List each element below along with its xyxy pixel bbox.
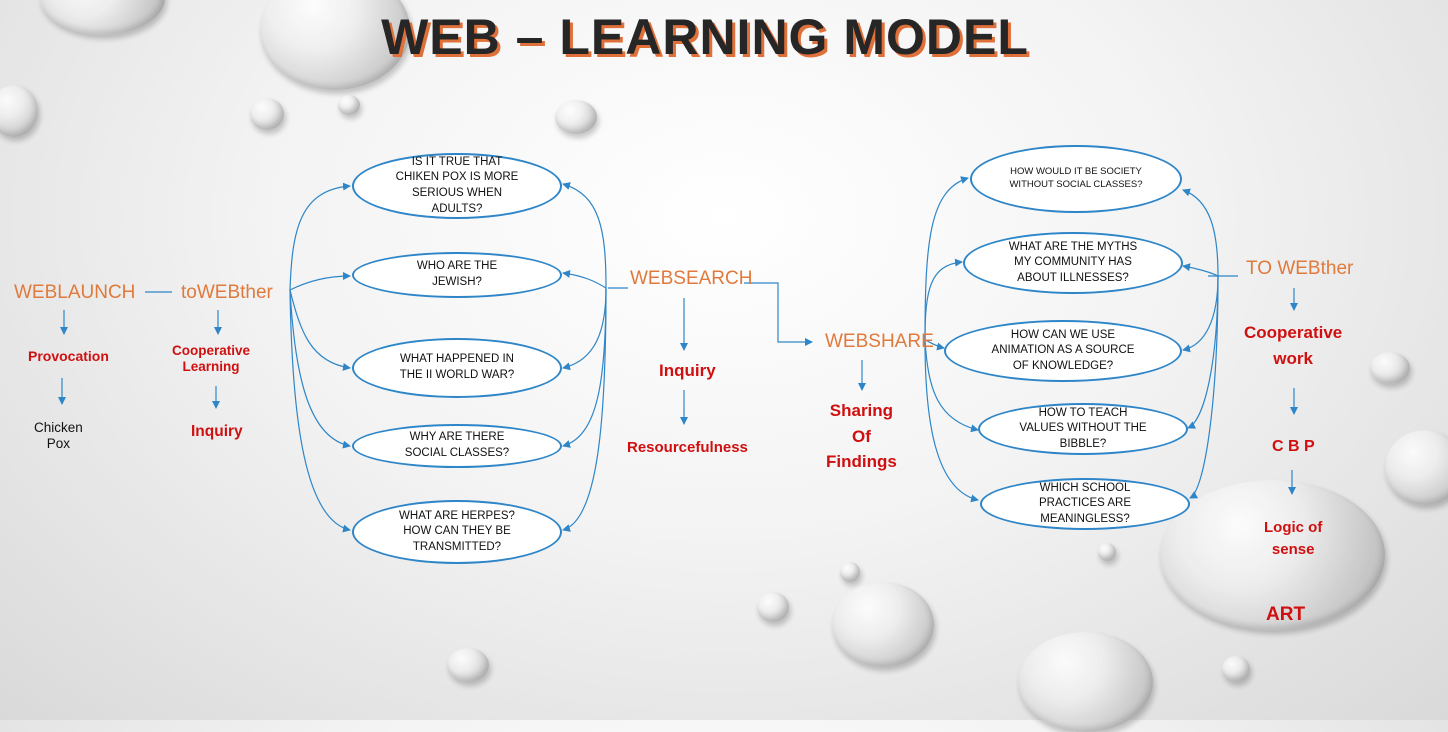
water-drop-decoration [757, 592, 789, 622]
water-drop-decoration [338, 95, 360, 115]
chicken-pox-label: Chicken Pox [34, 420, 83, 452]
water-drop-decoration [250, 98, 284, 130]
water-drop-decoration [555, 100, 597, 134]
question-text: IS IT TRUE THAT CHIKEN POX IS MORE SERIO… [395, 155, 519, 215]
water-drop-decoration [840, 562, 860, 582]
question-oval-jewish: WHO ARE THE JEWISH? [352, 252, 562, 298]
inquiry-label-middle: Inquiry [659, 361, 716, 380]
question-text: HOW WOULD IT BE SOCIETY WITHOUT SOCIAL C… [1009, 166, 1143, 190]
cbp-label: C B P [1272, 438, 1315, 455]
question-oval-values: HOW TO TEACH VALUES WITHOUT THE BIBBLE? [978, 403, 1188, 455]
question-text: WHY ARE THERE SOCIAL CLASSES? [404, 431, 510, 459]
question-oval-world-war: WHAT HAPPENED IN THE II WORLD WAR? [352, 338, 562, 398]
question-text: WHAT ARE HERPES? HOW CAN THEY BE TRANSMI… [399, 509, 515, 553]
question-text: WHAT ARE THE MYTHS MY COMMUNITY HAS ABOU… [1008, 240, 1138, 284]
water-drop-decoration [1160, 480, 1385, 630]
logic-of-sense-label: Logic of sense [1264, 519, 1323, 558]
question-text: WHO ARE THE JEWISH? [416, 260, 498, 288]
question-text: WHICH SCHOOL PRACTICES ARE MEANINGLESS? [1038, 481, 1132, 525]
cooperative-learning-label: Cooperative Learning [172, 343, 251, 375]
cooperative-work-label: Cooperative work [1244, 323, 1343, 368]
question-oval-myths: WHAT ARE THE MYTHS MY COMMUNITY HAS ABOU… [963, 232, 1183, 294]
weblaunch-label: WEBLAUNCH [14, 282, 136, 303]
question-oval-social-classes: WHY ARE THERE SOCIAL CLASSES? [352, 424, 562, 468]
provocation-label: Provocation [28, 348, 109, 364]
question-text: HOW CAN WE USE ANIMATION AS A SOURCE OF … [991, 328, 1135, 372]
question-oval-herpes: WHAT ARE HERPES? HOW CAN THEY BE TRANSMI… [352, 500, 562, 564]
question-oval-school-practices: WHICH SCHOOL PRACTICES ARE MEANINGLESS? [980, 478, 1190, 530]
towebther-label: toWEBther [181, 282, 273, 303]
webshare-label: WEBSHARE [825, 331, 934, 352]
water-drop-decoration [1385, 430, 1448, 505]
art-label: ART [1266, 604, 1306, 625]
water-drop-decoration [832, 582, 934, 667]
water-drop-decoration [1222, 656, 1250, 682]
water-drop-decoration [0, 85, 38, 137]
water-drop-decoration [1018, 632, 1153, 732]
resourcefulness-label: Resourcefulness [627, 439, 748, 456]
websearch-label: WEBSEARCH [630, 268, 753, 289]
inquiry-label-left: Inquiry [191, 423, 243, 440]
water-drop-decoration [1098, 543, 1116, 561]
question-text: WHAT HAPPENED IN THE II WORLD WAR? [399, 353, 515, 381]
water-drop-decoration [1370, 352, 1410, 384]
question-oval-animation: HOW CAN WE USE ANIMATION AS A SOURCE OF … [944, 320, 1182, 382]
question-oval-chicken-pox: IS IT TRUE THAT CHIKEN POX IS MORE SERIO… [352, 153, 562, 219]
question-oval-society: HOW WOULD IT BE SOCIETY WITHOUT SOCIAL C… [970, 145, 1182, 213]
question-text: HOW TO TEACH VALUES WITHOUT THE BIBBLE? [1019, 406, 1147, 450]
water-drop-decoration [447, 648, 489, 682]
sharing-of-findings-label: Sharing Of Findings [826, 401, 897, 471]
to-webther-label: TO WEBther [1246, 258, 1354, 279]
page-title: WEB – LEARNING MODEL [381, 9, 1029, 65]
